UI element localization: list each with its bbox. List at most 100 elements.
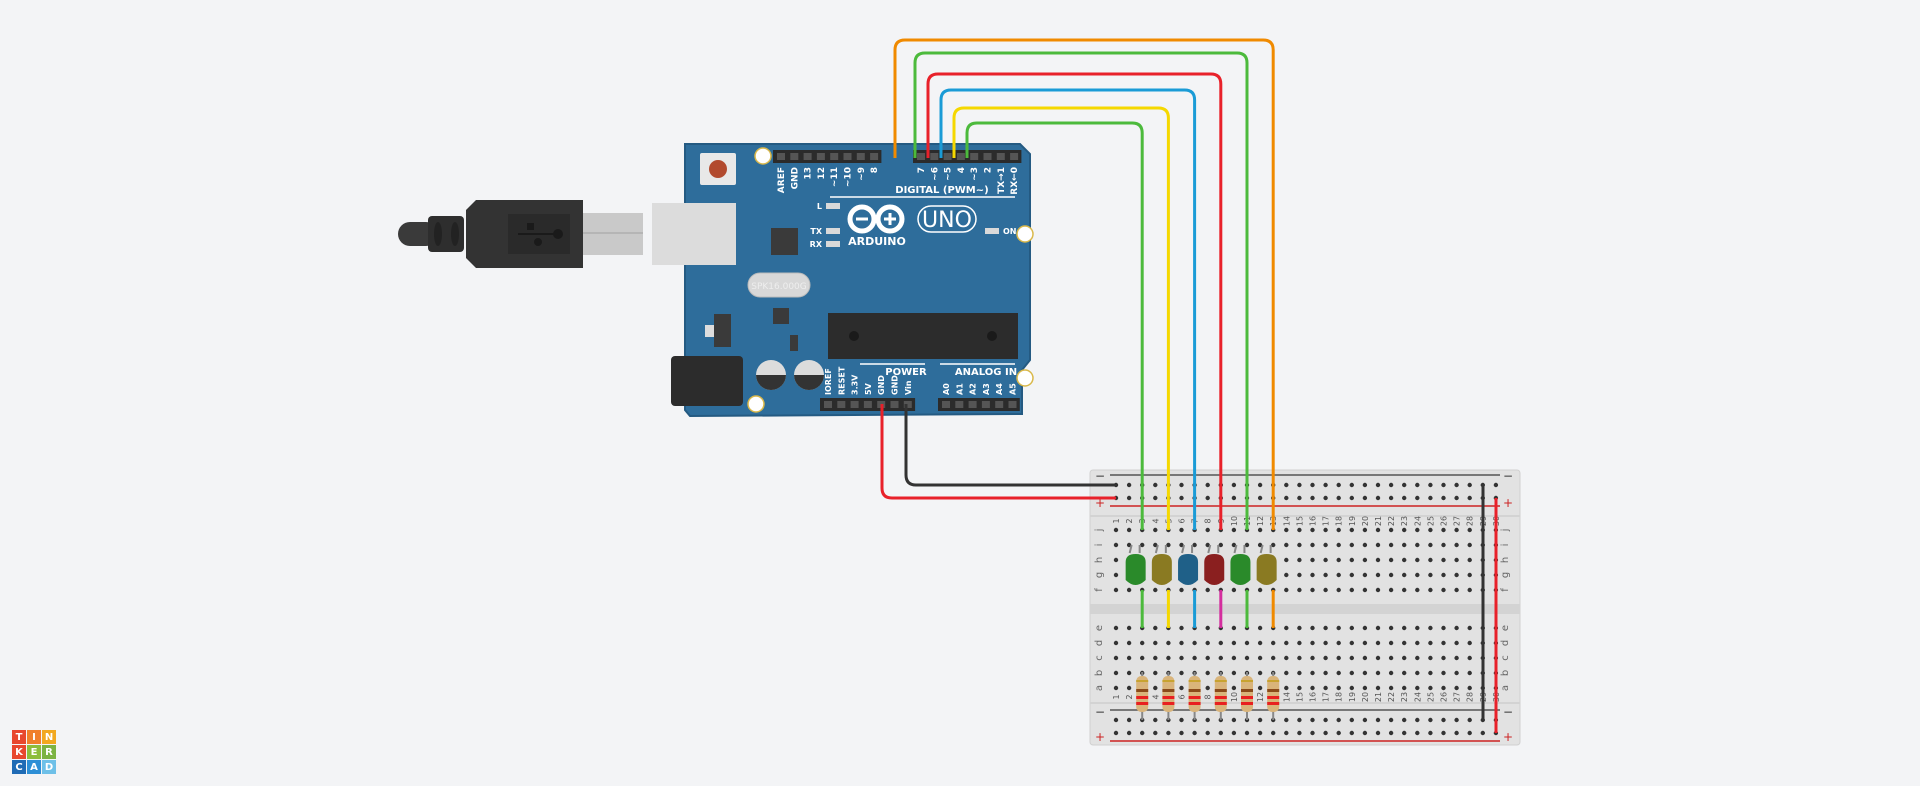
breadboard-hole[interactable] xyxy=(1454,655,1459,661)
breadboard-hole[interactable] xyxy=(1271,730,1276,736)
power-header[interactable] xyxy=(820,398,916,411)
breadboard-hole[interactable] xyxy=(1113,587,1119,593)
breadboard-hole[interactable] xyxy=(1310,730,1315,736)
wire-d4[interactable] xyxy=(952,106,1170,530)
wire-d3[interactable] xyxy=(965,121,1144,530)
breadboard-hole[interactable] xyxy=(1284,527,1289,533)
breadboard-hole[interactable] xyxy=(1205,655,1210,661)
breadboard-hole[interactable] xyxy=(1257,482,1263,488)
breadboard-hole[interactable] xyxy=(1126,670,1132,676)
breadboard-hole[interactable] xyxy=(1467,670,1472,676)
breadboard-hole[interactable] xyxy=(1441,670,1446,676)
breadboard-hole[interactable] xyxy=(1257,527,1263,533)
led-red[interactable] xyxy=(1204,544,1225,585)
breadboard-hole[interactable] xyxy=(1349,527,1355,533)
breadboard-hole[interactable] xyxy=(1126,542,1132,548)
breadboard-hole[interactable] xyxy=(1349,625,1355,631)
breadboard-hole[interactable] xyxy=(1388,640,1394,646)
breadboard-hole[interactable] xyxy=(1336,717,1341,723)
breadboard-hole[interactable] xyxy=(1310,655,1315,661)
breadboard-hole[interactable] xyxy=(1375,730,1381,736)
breadboard-hole[interactable] xyxy=(1349,640,1355,646)
breadboard-hole[interactable] xyxy=(1205,495,1210,501)
digital-pin[interactable] xyxy=(917,153,925,160)
breadboard-hole[interactable] xyxy=(1179,495,1184,501)
breadboard-hole[interactable] xyxy=(1467,587,1472,593)
breadboard-hole[interactable] xyxy=(1402,655,1407,661)
breadboard-hole[interactable] xyxy=(1284,625,1289,631)
breadboard-hole[interactable] xyxy=(1402,572,1407,578)
breadboard-hole[interactable] xyxy=(1336,670,1341,676)
breadboard-hole[interactable] xyxy=(1257,587,1263,593)
breadboard-hole[interactable] xyxy=(1205,670,1210,676)
breadboard-hole[interactable] xyxy=(1310,717,1315,723)
digital-pin[interactable] xyxy=(970,153,979,160)
breadboard-hole[interactable] xyxy=(1257,542,1263,548)
breadboard-hole[interactable] xyxy=(1126,482,1132,488)
breadboard-hole[interactable] xyxy=(1323,587,1328,593)
analog-pin[interactable] xyxy=(968,401,977,408)
breadboard-hole[interactable] xyxy=(1428,542,1433,548)
breadboard-hole[interactable] xyxy=(1231,655,1237,661)
digital-pin[interactable] xyxy=(943,153,952,160)
breadboard-hole[interactable] xyxy=(1349,482,1355,488)
breadboard-hole[interactable] xyxy=(1179,730,1184,736)
wire-d5[interactable] xyxy=(939,88,1197,530)
reset-button[interactable] xyxy=(700,153,736,185)
breadboard-hole[interactable] xyxy=(1153,730,1158,736)
breadboard-hole[interactable] xyxy=(1323,542,1328,548)
breadboard-hole[interactable] xyxy=(1310,640,1315,646)
breadboard-hole[interactable] xyxy=(1140,730,1145,736)
breadboard-hole[interactable] xyxy=(1428,625,1433,631)
breadboard-hole[interactable] xyxy=(1284,670,1289,676)
breadboard-hole[interactable] xyxy=(1166,640,1171,646)
breadboard-hole[interactable] xyxy=(1349,685,1355,691)
breadboard-hole[interactable] xyxy=(1113,640,1119,646)
breadboard-hole[interactable] xyxy=(1441,527,1446,533)
analog-pin[interactable] xyxy=(942,401,950,408)
breadboard-hole[interactable] xyxy=(1362,670,1368,676)
breadboard-hole[interactable] xyxy=(1310,670,1315,676)
breadboard-hole[interactable] xyxy=(1297,557,1302,563)
breadboard-hole[interactable] xyxy=(1179,625,1184,631)
breadboard-hole[interactable] xyxy=(1126,655,1132,661)
breadboard-hole[interactable] xyxy=(1179,640,1184,646)
breadboard-hole[interactable] xyxy=(1231,625,1237,631)
breadboard-hole[interactable] xyxy=(1126,640,1132,646)
breadboard-hole[interactable] xyxy=(1257,717,1263,723)
breadboard-hole[interactable] xyxy=(1257,730,1263,736)
breadboard-hole[interactable] xyxy=(1454,717,1459,723)
breadboard-hole[interactable] xyxy=(1310,625,1315,631)
breadboard-hole[interactable] xyxy=(1415,557,1420,563)
breadboard-hole[interactable] xyxy=(1428,482,1433,488)
breadboard-hole[interactable] xyxy=(1402,527,1407,533)
breadboard-hole[interactable] xyxy=(1336,542,1341,548)
breadboard-hole[interactable] xyxy=(1388,670,1394,676)
led-yellow[interactable] xyxy=(1151,544,1172,585)
breadboard-hole[interactable] xyxy=(1310,527,1315,533)
breadboard-hole[interactable] xyxy=(1310,495,1315,501)
breadboard-hole[interactable] xyxy=(1402,670,1407,676)
breadboard-hole[interactable] xyxy=(1428,730,1433,736)
breadboard-hole[interactable] xyxy=(1284,717,1289,723)
breadboard-hole[interactable] xyxy=(1467,640,1472,646)
breadboard-hole[interactable] xyxy=(1375,685,1381,691)
breadboard-hole[interactable] xyxy=(1362,655,1368,661)
breadboard-hole[interactable] xyxy=(1402,495,1407,501)
breadboard-hole[interactable] xyxy=(1284,572,1289,578)
digital-pin[interactable] xyxy=(956,153,965,160)
power-pin[interactable] xyxy=(903,401,912,408)
breadboard-hole[interactable] xyxy=(1231,587,1237,593)
digital-pin[interactable] xyxy=(870,153,879,160)
breadboard-hole[interactable] xyxy=(1153,587,1158,593)
breadboard-hole[interactable] xyxy=(1493,482,1499,488)
breadboard-hole[interactable] xyxy=(1205,542,1210,548)
breadboard-hole[interactable] xyxy=(1231,717,1237,723)
breadboard-hole[interactable] xyxy=(1441,495,1446,501)
breadboard-hole[interactable] xyxy=(1310,542,1315,548)
breadboard-hole[interactable] xyxy=(1362,717,1368,723)
breadboard-hole[interactable] xyxy=(1284,557,1289,563)
breadboard-hole[interactable] xyxy=(1375,640,1381,646)
wire-5v[interactable] xyxy=(880,404,1116,500)
breadboard-hole[interactable] xyxy=(1336,557,1341,563)
